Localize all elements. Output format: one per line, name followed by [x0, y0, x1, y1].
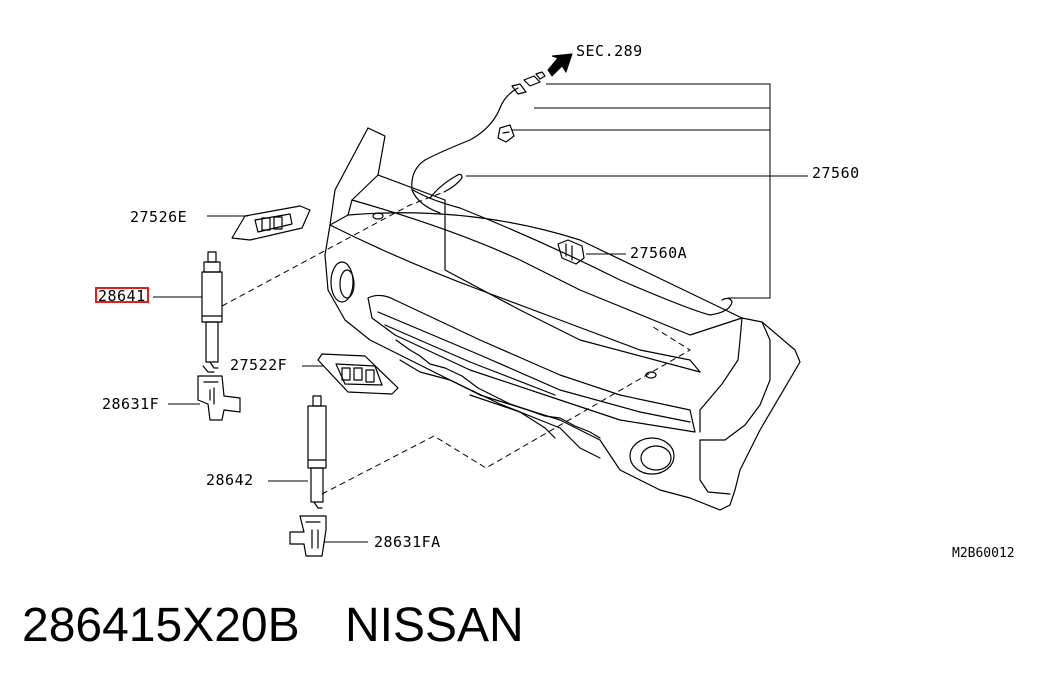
washer-hose [411, 71, 733, 316]
label-28641[interactable]: 28641 [98, 287, 146, 305]
front-bumper-fascia [324, 127, 801, 511]
bracket-28631fa [289, 515, 327, 557]
washer-nozzle-28642 [307, 395, 327, 509]
section-arrow-icon [547, 53, 573, 77]
label-sec-289[interactable]: SEC.289 [576, 42, 643, 60]
label-27522f[interactable]: 27522F [230, 356, 287, 374]
label-28642[interactable]: 28642 [206, 471, 254, 489]
nozzle-cover-27522f [317, 353, 399, 395]
label-27560[interactable]: 27560 [812, 164, 860, 182]
leader-lines [153, 83, 808, 543]
label-27560a[interactable]: 27560A [630, 244, 687, 262]
hose-clip-27560a [557, 239, 585, 265]
label-28631fa[interactable]: 28631FA [374, 533, 441, 551]
assembly-line [321, 324, 691, 495]
diagram-code: M2B60012 [952, 546, 1015, 561]
highlight-box-28641 [95, 287, 149, 303]
label-28631f[interactable]: 28631F [102, 395, 159, 413]
washer-nozzle-28641 [201, 251, 223, 369]
nozzle-cover-27526e [231, 205, 311, 241]
footer-brand: NISSAN [345, 599, 524, 652]
bracket-28631f [197, 365, 241, 421]
footer-part-number: 286415X20B [22, 599, 300, 652]
assembly-line [221, 191, 445, 307]
label-27526e[interactable]: 27526E [130, 208, 187, 226]
